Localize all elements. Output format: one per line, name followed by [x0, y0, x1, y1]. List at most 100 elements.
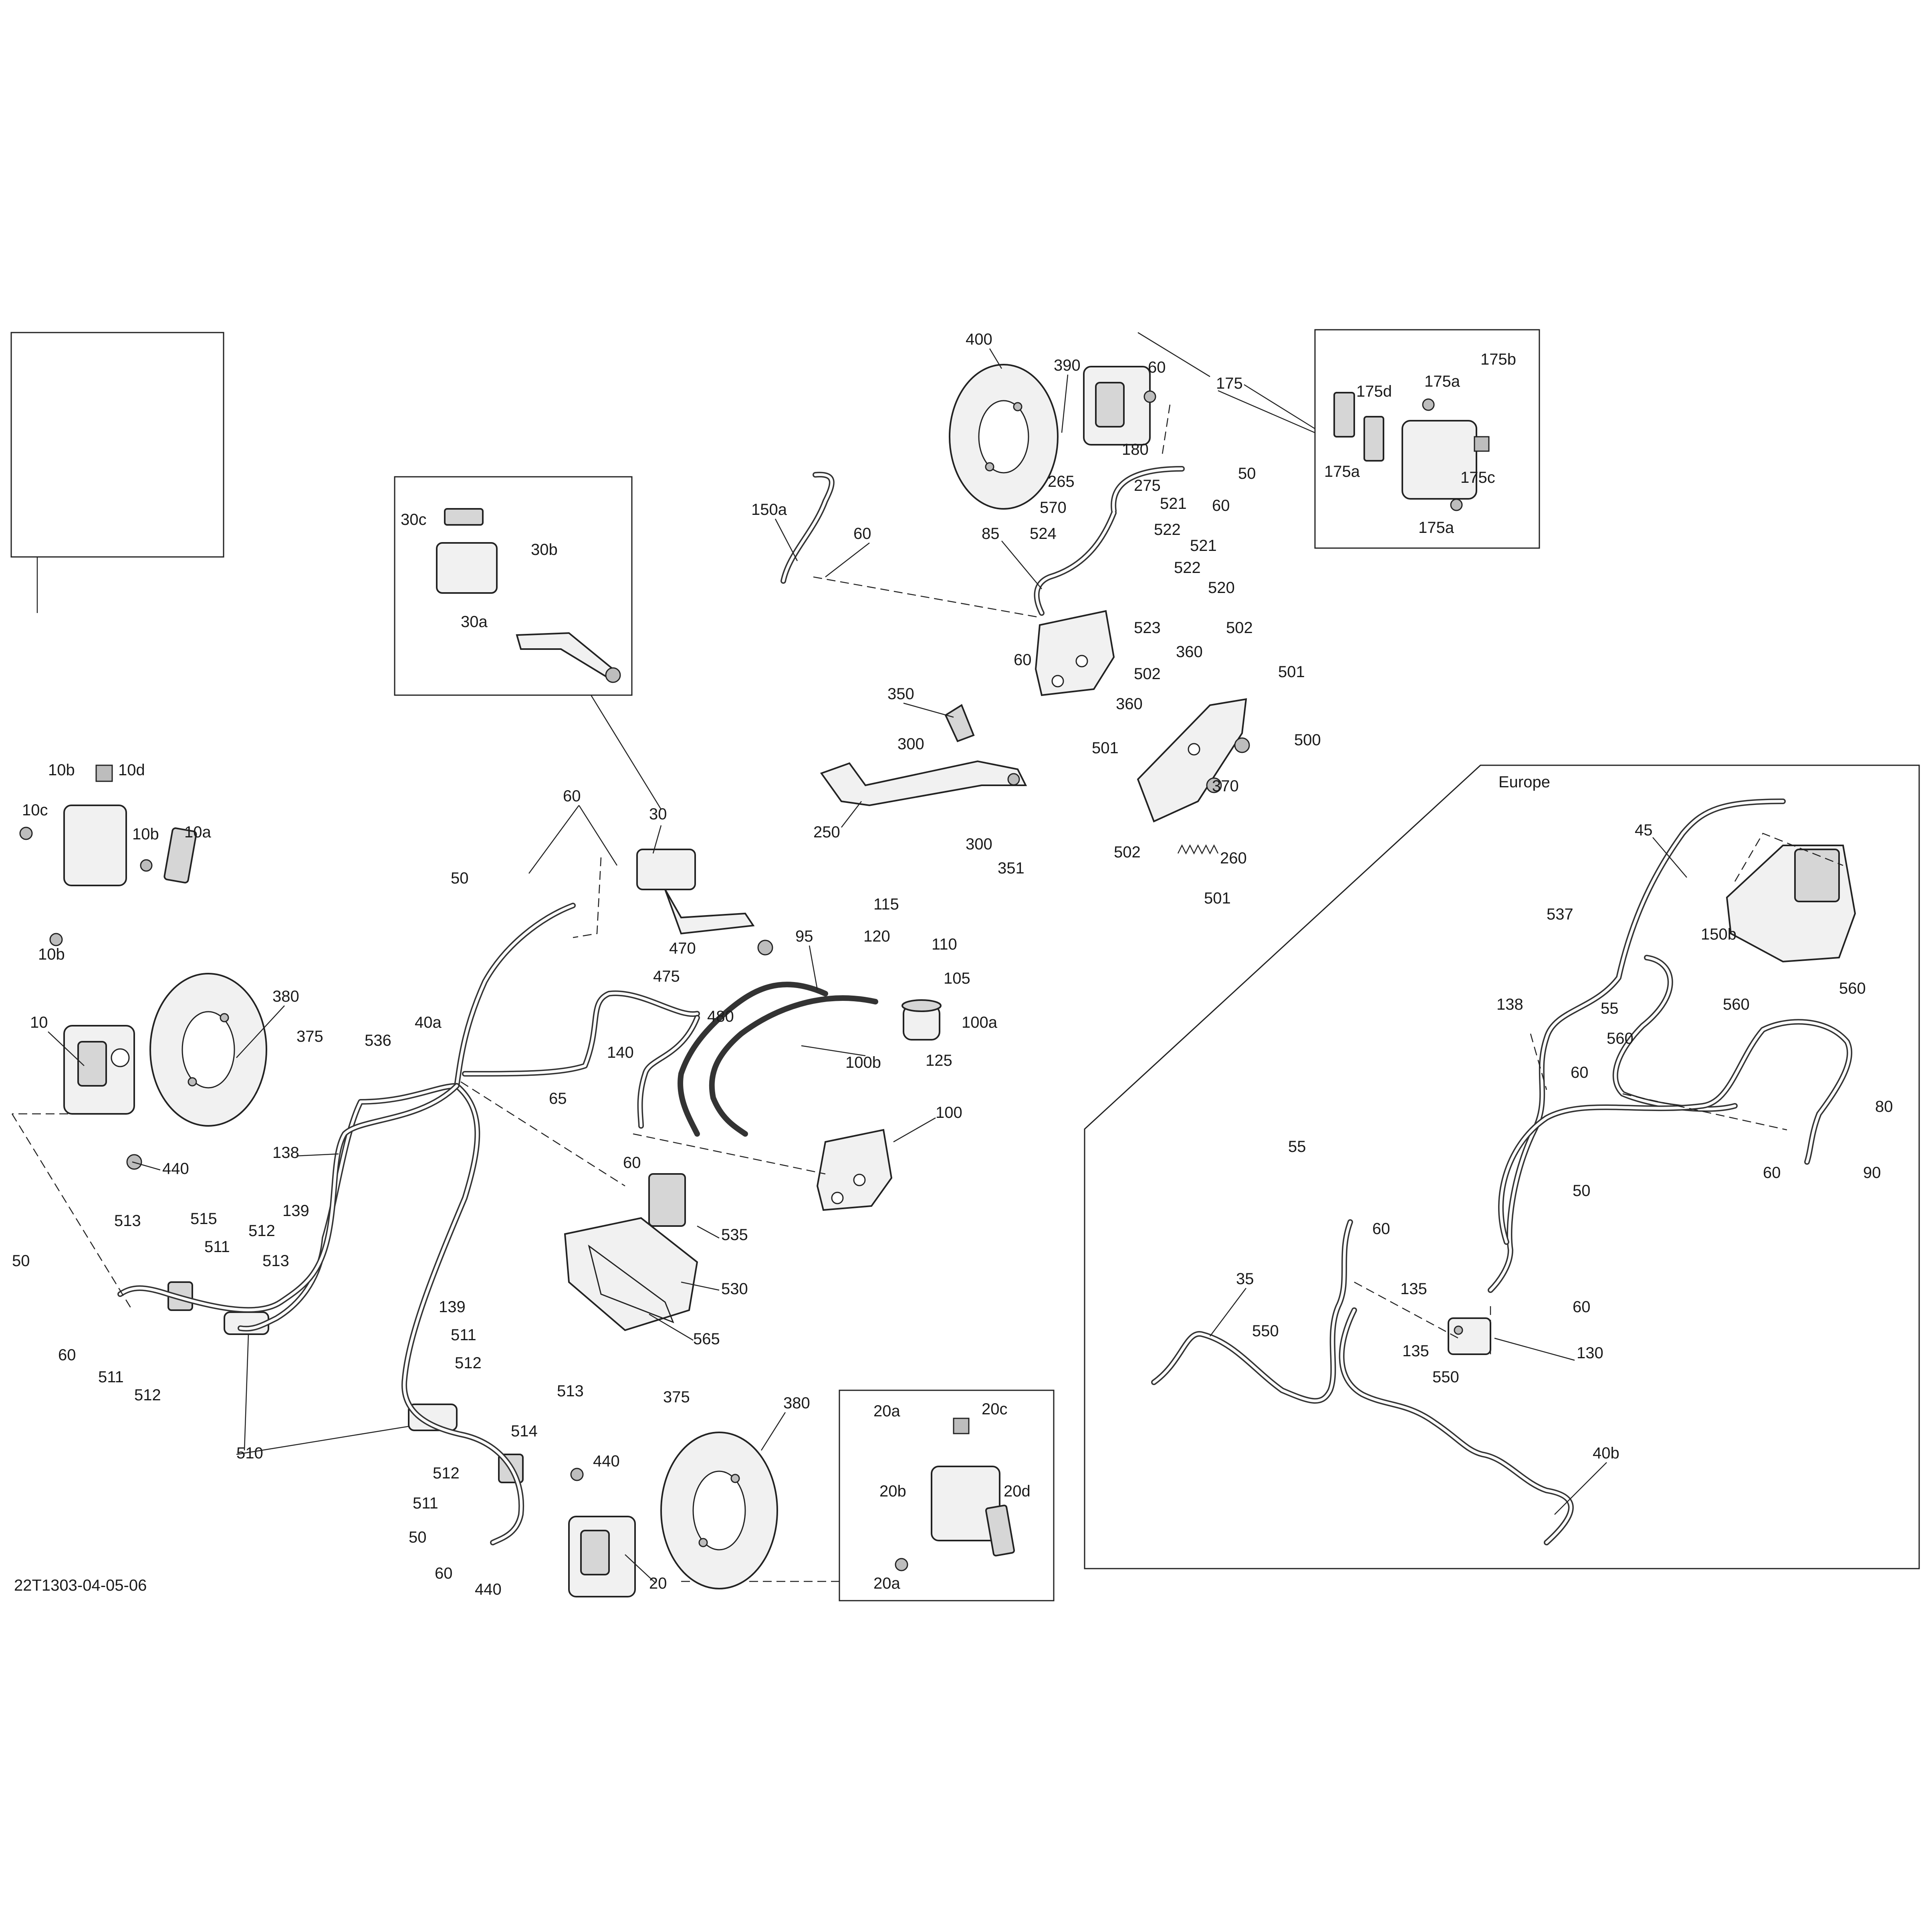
callout-440: 440 [593, 1452, 620, 1470]
return-hose-100b [709, 995, 878, 1137]
callout-20: 20 [649, 1575, 667, 1592]
callout-10b: 10b [38, 946, 65, 963]
callout-30b: 30b [531, 541, 558, 559]
callout-440: 440 [475, 1581, 502, 1598]
callout-10b: 10b [48, 761, 75, 779]
part-callouts: 10b 10d 10c 10b 10a 10b 10 30c 30b 30a 3… [12, 331, 1893, 1598]
hose-138 [117, 1083, 460, 1313]
callout-130: 130 [1577, 1344, 1603, 1362]
callout-10: 10 [30, 1014, 48, 1031]
callout-520: 520 [1208, 579, 1235, 597]
callout-65: 65 [549, 1090, 567, 1107]
callout-530: 530 [721, 1280, 748, 1298]
callout-351: 351 [998, 859, 1024, 877]
callout-370: 370 [1212, 777, 1239, 795]
callout-502: 502 [1134, 665, 1161, 683]
caliper-20 [568, 1468, 636, 1597]
inset-frame-front-caliper-10 [10, 332, 224, 558]
callout-501: 501 [1204, 889, 1231, 907]
callout-260: 260 [1220, 849, 1247, 867]
callout-60: 60 [1571, 1064, 1589, 1081]
brake-disc-400 [949, 364, 1059, 510]
abs-module-530 [564, 1173, 698, 1331]
callout-10c: 10c [22, 801, 48, 819]
callout-175c: 175c [1460, 469, 1495, 486]
callout-50: 50 [409, 1529, 427, 1546]
callout-565: 565 [693, 1330, 720, 1348]
callout-50: 50 [12, 1252, 30, 1270]
callout-40b: 40b [1593, 1444, 1619, 1462]
callout-50: 50 [1573, 1182, 1591, 1200]
callout-35: 35 [1236, 1270, 1254, 1288]
callout-535: 535 [721, 1226, 748, 1244]
hose-40a [238, 903, 576, 1332]
callout-138: 138 [1496, 996, 1523, 1013]
callout-60: 60 [1212, 497, 1230, 514]
callout-30a: 30a [461, 613, 488, 631]
callout-511: 511 [204, 1238, 230, 1256]
callout-20d: 20d [1004, 1482, 1031, 1500]
callout-550: 550 [1432, 1368, 1459, 1386]
callout-40a: 40a [415, 1014, 442, 1031]
callout-150a: 150a [751, 501, 787, 518]
inset-frame-rear-caliper-175 [1314, 329, 1540, 549]
callout-60: 60 [1372, 1220, 1390, 1238]
callout-105: 105 [944, 970, 970, 987]
callout-360: 360 [1176, 643, 1203, 661]
drawing-id: 22T1303-04-05-06 [14, 1577, 147, 1594]
callout-502: 502 [1226, 619, 1253, 637]
callout-10d: 10d [118, 761, 145, 779]
master-cylinder-30-inset [436, 508, 621, 683]
leader-inset-30 [590, 695, 662, 810]
callout-513: 513 [557, 1382, 584, 1400]
callout-480: 480 [707, 1008, 734, 1025]
callout-275: 275 [1134, 477, 1161, 494]
callout-20a: 20a [873, 1402, 900, 1420]
inset-frame-master-cylinder-30 [394, 476, 633, 696]
caliper-180 [1083, 366, 1156, 446]
callout-512: 512 [433, 1464, 460, 1482]
hose-35 [1151, 1219, 1353, 1404]
master-cylinder-30 [636, 849, 773, 956]
hose-150a [780, 472, 835, 584]
europe-region-frame [1084, 764, 1920, 1569]
callout-175a: 175a [1324, 463, 1360, 480]
callout-55: 55 [1601, 1000, 1619, 1017]
gasket-565 [588, 1244, 674, 1323]
abs-module-130 [1448, 1317, 1491, 1355]
callout-560: 560 [1723, 996, 1750, 1013]
callout-475: 475 [653, 968, 680, 985]
callout-522: 522 [1174, 559, 1201, 577]
caliper-20-inset [895, 1418, 1015, 1571]
callout-350: 350 [887, 685, 914, 703]
callout-60: 60 [58, 1346, 76, 1364]
callout-60: 60 [563, 787, 581, 805]
caliper-10-inset [19, 764, 197, 946]
callout-10b: 10b [132, 825, 159, 843]
return-hose-95 [678, 982, 828, 1137]
callout-175d: 175d [1356, 383, 1392, 400]
callout-570: 570 [1040, 499, 1067, 516]
callout-110: 110 [932, 936, 957, 953]
rear-master-cylinder-85 [1035, 610, 1115, 696]
callout-300: 300 [897, 735, 924, 753]
callout-175: 175 [1216, 375, 1243, 392]
callout-100b: 100b [845, 1054, 881, 1071]
callout-140: 140 [607, 1044, 634, 1061]
callout-139: 139 [282, 1202, 309, 1220]
callout-60: 60 [1014, 651, 1032, 669]
master-cylinder-100 [816, 1129, 893, 1211]
callout-511: 511 [413, 1494, 438, 1512]
reservoir-100a [901, 999, 942, 1041]
hose-560 [1498, 1019, 1853, 1245]
callout-515: 515 [190, 1210, 217, 1228]
callout-501: 501 [1278, 663, 1305, 681]
callout-60: 60 [1763, 1164, 1781, 1182]
callout-514: 514 [511, 1422, 538, 1440]
callout-50: 50 [1238, 465, 1256, 482]
callout-80: 80 [1875, 1098, 1893, 1115]
callout-513: 513 [262, 1252, 289, 1270]
callout-leaders [48, 348, 1687, 1583]
callout-502: 502 [1114, 843, 1141, 861]
